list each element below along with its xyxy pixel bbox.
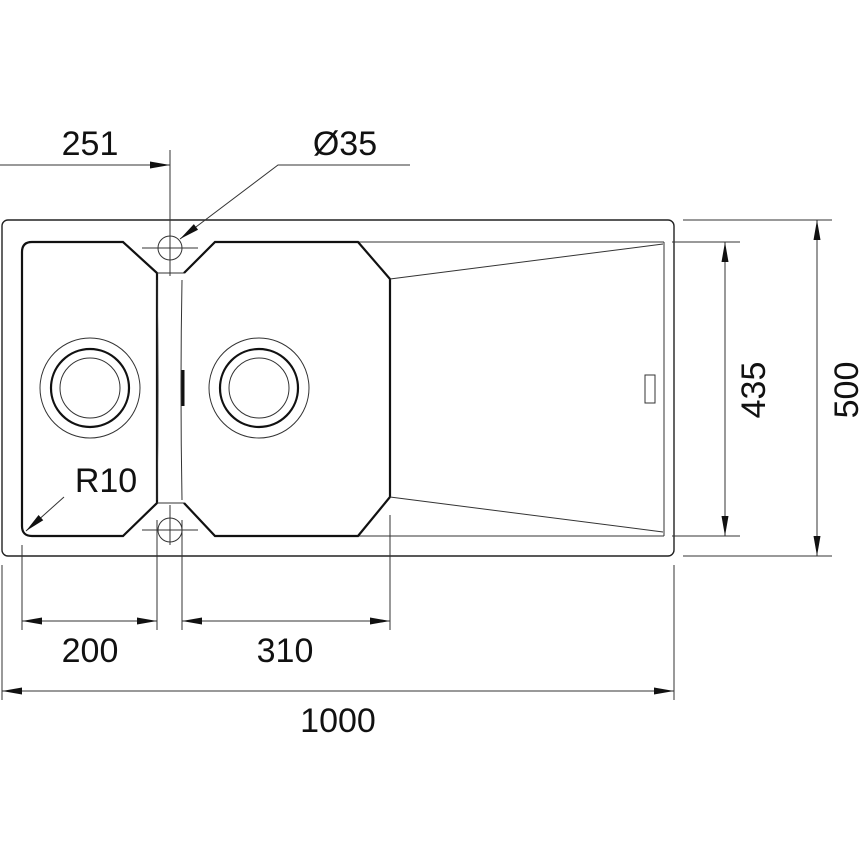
small-bowl-waste [39,337,141,439]
small-bowl [20,240,159,538]
large-bowl-waste [208,337,310,439]
dim-overall-width: 1000 [2,687,674,740]
dim-tap-offset: 251 [0,125,170,169]
dim-large-bowl-width: 310 [182,617,390,670]
dim-small-bowl-width-label: 200 [62,632,119,670]
dim-corner-radius: R10 [25,462,137,532]
dim-tap-diameter: Ø35 [179,125,410,240]
dim-small-bowl-width: 200 [22,617,157,670]
drainer-slot [644,374,656,404]
dim-corner-radius-label: R10 [75,462,137,500]
dim-tap-diameter-label: Ø35 [313,125,377,163]
extension-lines [1,219,832,700]
dim-large-bowl-width-label: 310 [257,632,314,670]
dim-bowl-depth: 435 [721,242,773,536]
dim-overall-width-label: 1000 [300,702,376,740]
sink-outline [1,219,675,557]
dim-overall-depth: 500 [813,220,860,556]
large-bowl [183,240,392,538]
dim-bowl-depth-label: 435 [735,362,773,419]
drainer [389,243,664,533]
dim-tap-offset-label: 251 [62,125,119,163]
bowl-divider [156,272,185,504]
inner-rim [358,241,665,537]
dim-overall-depth-label: 500 [828,362,860,419]
